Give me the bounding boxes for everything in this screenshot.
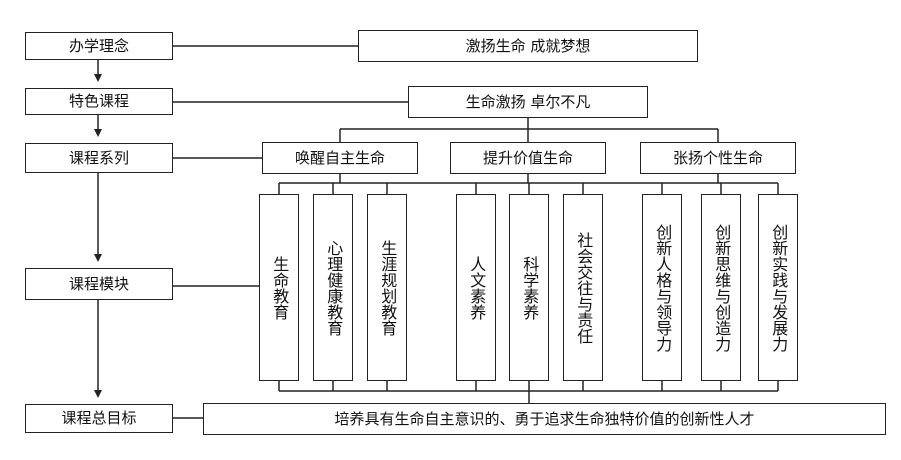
series-box-2: 提升价值生命 bbox=[450, 142, 606, 174]
series-label-1: 唤醒自主生命 bbox=[294, 148, 385, 167]
course-modules-box: 课程模块 bbox=[25, 268, 173, 300]
module-label-1: 生命教育 bbox=[270, 255, 290, 320]
module-box-8: 创新思维与创造力 bbox=[701, 194, 741, 381]
overall-goal-box: 课程总目标 bbox=[25, 404, 173, 433]
module-box-9: 创新实践与发展力 bbox=[758, 194, 798, 381]
module-label-3: 生涯规划教育 bbox=[378, 239, 398, 336]
module-label-7: 创新人格与领导力 bbox=[653, 223, 673, 352]
series-box-3: 张扬个性生命 bbox=[640, 142, 796, 174]
series-label-2: 提升价值生命 bbox=[482, 148, 573, 167]
module-box-5: 科学素养 bbox=[509, 194, 549, 381]
goal-text: 培养具有生命自主意识的、勇于追求生命独特价值的创新性人才 bbox=[334, 409, 755, 428]
module-label-8: 创新思维与创造力 bbox=[712, 223, 732, 352]
module-label-9: 创新实践与发展力 bbox=[769, 223, 789, 352]
featured-text: 生命激扬 卓尔不凡 bbox=[465, 92, 591, 111]
series-label-3: 张扬个性生命 bbox=[672, 148, 763, 167]
goal-text-box: 培养具有生命自主意识的、勇于追求生命独特价值的创新性人才 bbox=[203, 403, 886, 435]
philosophy-text-box: 激扬生命 成就梦想 bbox=[358, 30, 698, 62]
module-box-1: 生命教育 bbox=[259, 194, 299, 381]
course-series-label: 课程系列 bbox=[68, 148, 129, 167]
module-box-3: 生涯规划教育 bbox=[367, 194, 407, 381]
module-label-4: 人文素养 bbox=[467, 255, 487, 320]
module-box-4: 人文素养 bbox=[456, 194, 496, 381]
module-label-2: 心理健康教育 bbox=[324, 239, 344, 336]
featured-text-box: 生命激扬 卓尔不凡 bbox=[408, 86, 648, 118]
module-label-6: 社会交往与责任 bbox=[574, 231, 594, 344]
philosophy-box: 办学理念 bbox=[25, 32, 173, 60]
course-modules-label: 课程模块 bbox=[68, 274, 129, 293]
module-box-7: 创新人格与领导力 bbox=[642, 194, 682, 381]
module-label-5: 科学素养 bbox=[520, 255, 540, 320]
course-series-box: 课程系列 bbox=[25, 143, 173, 173]
module-box-6: 社会交往与责任 bbox=[563, 194, 603, 381]
featured-courses-box: 特色课程 bbox=[25, 88, 173, 115]
featured-courses-label: 特色课程 bbox=[68, 92, 129, 110]
philosophy-label: 办学理念 bbox=[68, 36, 129, 55]
overall-goal-label: 课程总目标 bbox=[61, 409, 137, 427]
philosophy-text: 激扬生命 成就梦想 bbox=[465, 36, 591, 55]
series-box-1: 唤醒自主生命 bbox=[262, 142, 418, 174]
module-box-2: 心理健康教育 bbox=[313, 194, 353, 381]
